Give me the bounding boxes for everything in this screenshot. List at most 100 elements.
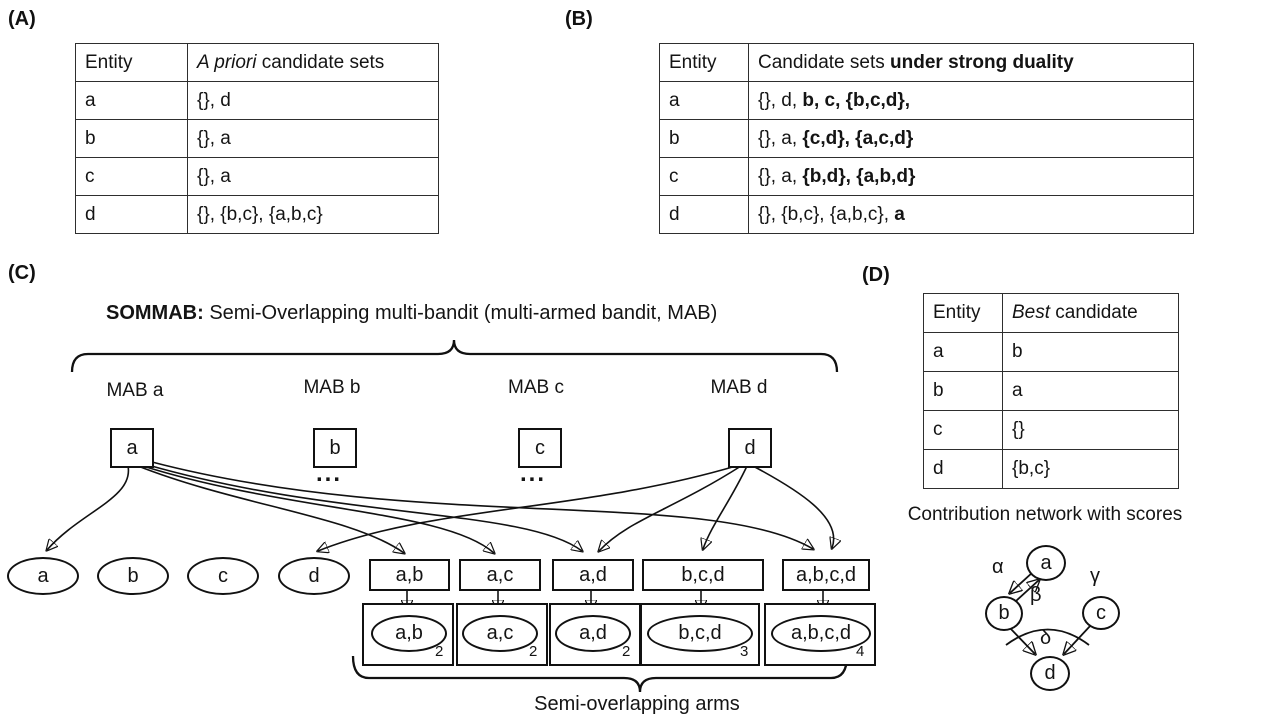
table-row: d {b,c} — [923, 449, 1179, 489]
table-a-priori-candidates: Entity A priori candidate sets a {}, d b… — [75, 43, 439, 234]
candidates-cell: {}, {b,c}, {a,b,c} — [187, 195, 439, 234]
edge-b-to-d — [1008, 626, 1035, 654]
entity-cell: c — [75, 157, 188, 196]
mab-d-label: MAB d — [710, 377, 768, 398]
arm-box-abcd: a,b,c,d — [782, 559, 870, 591]
arrow-a-to-arm-ad — [147, 464, 582, 551]
table-b-header-entity: Entity — [659, 43, 749, 82]
arm-box-ac: a,c — [459, 559, 541, 591]
candidates-cell: b — [1002, 332, 1179, 372]
network-node-b: b — [985, 596, 1023, 631]
entity-cell: b — [659, 119, 749, 158]
table-b-header-candidates: Candidate sets under strong duality — [748, 43, 1194, 82]
singleton-arm-b: b — [97, 557, 169, 595]
arm-box-ab: a,b — [369, 559, 450, 591]
table-a-header-candidates: A priori candidate sets — [187, 43, 439, 82]
network-node-a: a — [1026, 545, 1066, 581]
arm-cell-ellipse-ad: a,d — [555, 615, 631, 652]
arrow-a-to-arm-abcd — [151, 461, 813, 549]
table-a-header-entity: Entity — [75, 43, 188, 82]
arrow-a-to-arm-a — [47, 465, 130, 550]
singleton-arm-c: c — [187, 557, 259, 595]
candidates-cell: {}, a — [187, 119, 439, 158]
edge-score-beta: β — [1030, 584, 1042, 606]
edge-score-alpha: α — [992, 556, 1004, 578]
arm-box-bcd: b,c,d — [642, 559, 764, 591]
panel-d-label: (D) — [862, 264, 890, 286]
singleton-arm-d: d — [278, 557, 350, 595]
candidates-cell: {}, a — [187, 157, 439, 196]
arm-cell-ellipse-bcd: b,c,d — [647, 615, 753, 652]
edge-score-gamma: γ — [1090, 565, 1100, 587]
entity-cell: b — [923, 371, 1003, 411]
mab-a-label: MAB a — [106, 380, 164, 401]
network-node-d: d — [1030, 656, 1070, 691]
table-d-header-entity: Entity — [923, 293, 1003, 333]
table-row: a {}, d — [75, 81, 439, 120]
candidates-cell: {}, d, b, c, {b,c,d}, — [748, 81, 1194, 120]
table-row: a b — [923, 332, 1179, 372]
table-row: d {}, {b,c}, {a,b,c}, a — [659, 195, 1194, 234]
mab-b-label: MAB b — [303, 377, 361, 398]
table-row: c {} — [923, 410, 1179, 450]
edge-score-delta: δ — [1040, 627, 1052, 649]
candidates-cell: {}, a, {b,d}, {a,b,d} — [748, 157, 1194, 196]
edge-c-to-d — [1064, 624, 1092, 654]
contribution-network-title: Contribution network with scores — [907, 504, 1183, 525]
table-row: c {}, a — [75, 157, 439, 196]
entity-cell: a — [923, 332, 1003, 372]
sommab-title: SOMMAB: Semi-Overlapping multi-bandit (m… — [106, 302, 718, 324]
arm-count-ab: 2 — [435, 643, 444, 660]
candidates-cell: {}, d — [187, 81, 439, 120]
arm-count-abcd: 4 — [856, 643, 865, 660]
entity-box-d: d — [728, 428, 772, 468]
ellipsis-under-b: ... — [316, 460, 343, 487]
table-row: a {}, d, b, c, {b,c,d}, — [659, 81, 1194, 120]
entity-cell: c — [923, 410, 1003, 450]
table-row: Entity A priori candidate sets — [75, 43, 439, 82]
entity-cell: a — [659, 81, 749, 120]
arm-cell-ellipse-abcd: a,b,c,d — [771, 615, 871, 652]
table-row: b a — [923, 371, 1179, 411]
candidates-cell: {} — [1002, 410, 1179, 450]
network-node-c: c — [1082, 596, 1120, 630]
arrow-d-to-arm-bcd — [703, 465, 748, 549]
panel-b-label: (B) — [565, 8, 593, 30]
candidates-cell: {}, a, {c,d}, {a,c,d} — [748, 119, 1194, 158]
entity-box-a: a — [110, 428, 154, 468]
arm-count-bcd: 3 — [740, 643, 749, 660]
panel-c-label: (C) — [8, 262, 36, 284]
table-row: Entity Candidate sets under strong duali… — [659, 43, 1194, 82]
table-strong-duality-candidates: Entity Candidate sets under strong duali… — [659, 43, 1194, 234]
entity-box-b: b — [313, 428, 357, 468]
panel-a-label: (A) — [8, 8, 36, 30]
candidates-cell: {}, {b,c}, {a,b,c}, a — [748, 195, 1194, 234]
entity-cell: a — [75, 81, 188, 120]
mab-c-label: MAB c — [508, 377, 564, 398]
arrow-d-to-arm-abcd — [752, 465, 834, 548]
table-best-candidate: Entity Best candidate a b b a c {} d {b,… — [923, 293, 1179, 489]
entity-cell: b — [75, 119, 188, 158]
table-row: b {}, a, {c,d}, {a,c,d} — [659, 119, 1194, 158]
candidates-cell: {b,c} — [1002, 449, 1179, 489]
arm-count-ac: 2 — [529, 643, 538, 660]
table-row: Entity Best candidate — [923, 293, 1179, 333]
arm-box-ad: a,d — [552, 559, 634, 591]
arm-cell-ellipse-ac: a,c — [462, 615, 538, 652]
entity-box-c: c — [518, 428, 562, 468]
arrow-d-to-arm-ad — [599, 465, 742, 551]
table-row: b {}, a — [75, 119, 439, 158]
table-d-header-candidates: Best candidate — [1002, 293, 1179, 333]
singleton-arm-a: a — [7, 557, 79, 595]
sommab-overbrace — [70, 339, 839, 373]
arrow-a-to-arm-ab — [137, 465, 404, 553]
entity-cell: d — [923, 449, 1003, 489]
table-row: d {}, {b,c}, {a,b,c} — [75, 195, 439, 234]
entity-cell: d — [659, 195, 749, 234]
ellipsis-under-c: ... — [520, 460, 547, 487]
table-row: c {}, a, {b,d}, {a,b,d} — [659, 157, 1194, 196]
arm-cell-ellipse-ab: a,b — [371, 615, 447, 652]
candidates-cell: a — [1002, 371, 1179, 411]
arm-count-ad: 2 — [622, 643, 631, 660]
